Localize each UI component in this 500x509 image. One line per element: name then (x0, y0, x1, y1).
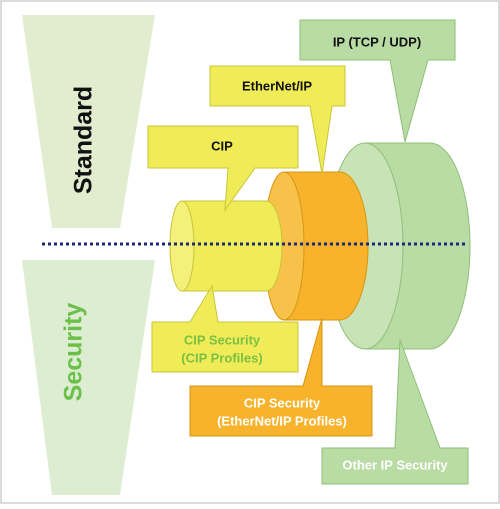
callout-ethernet-ip-text: EtherNet/IP (242, 78, 312, 93)
callout-cip: CIP (147, 125, 299, 212)
security-label: Security (60, 303, 88, 402)
callout-cip-security-cip-line2: (CIP Profiles) (181, 350, 262, 365)
callout-ethernet-ip: EtherNet/IP (209, 65, 346, 175)
callout-cip-security-cip: CIP Security (CIP Profiles) (151, 284, 299, 373)
callout-cip-text: CIP (211, 138, 233, 153)
callout-cip-security-eip-line2: (EtherNet/IP Profiles) (217, 413, 347, 428)
standard-label: Standard (70, 86, 98, 194)
standard-band (22, 15, 155, 228)
callout-cip-security-eip-line1: CIP Security (244, 395, 321, 410)
cip-cylinder (169, 200, 283, 292)
callout-ip-text: IP (TCP / UDP) (333, 34, 421, 49)
security-band (22, 260, 155, 495)
callout-ip: IP (TCP / UDP) (299, 19, 456, 143)
callout-cip-security-cip-line1: CIP Security (184, 332, 261, 347)
callout-cip-security-eip: CIP Security (EtherNet/IP Profiles) (189, 317, 373, 437)
callout-other-ip-security-text: Other IP Security (342, 457, 448, 472)
callout-other-ip-security: Other IP Security (321, 339, 469, 485)
